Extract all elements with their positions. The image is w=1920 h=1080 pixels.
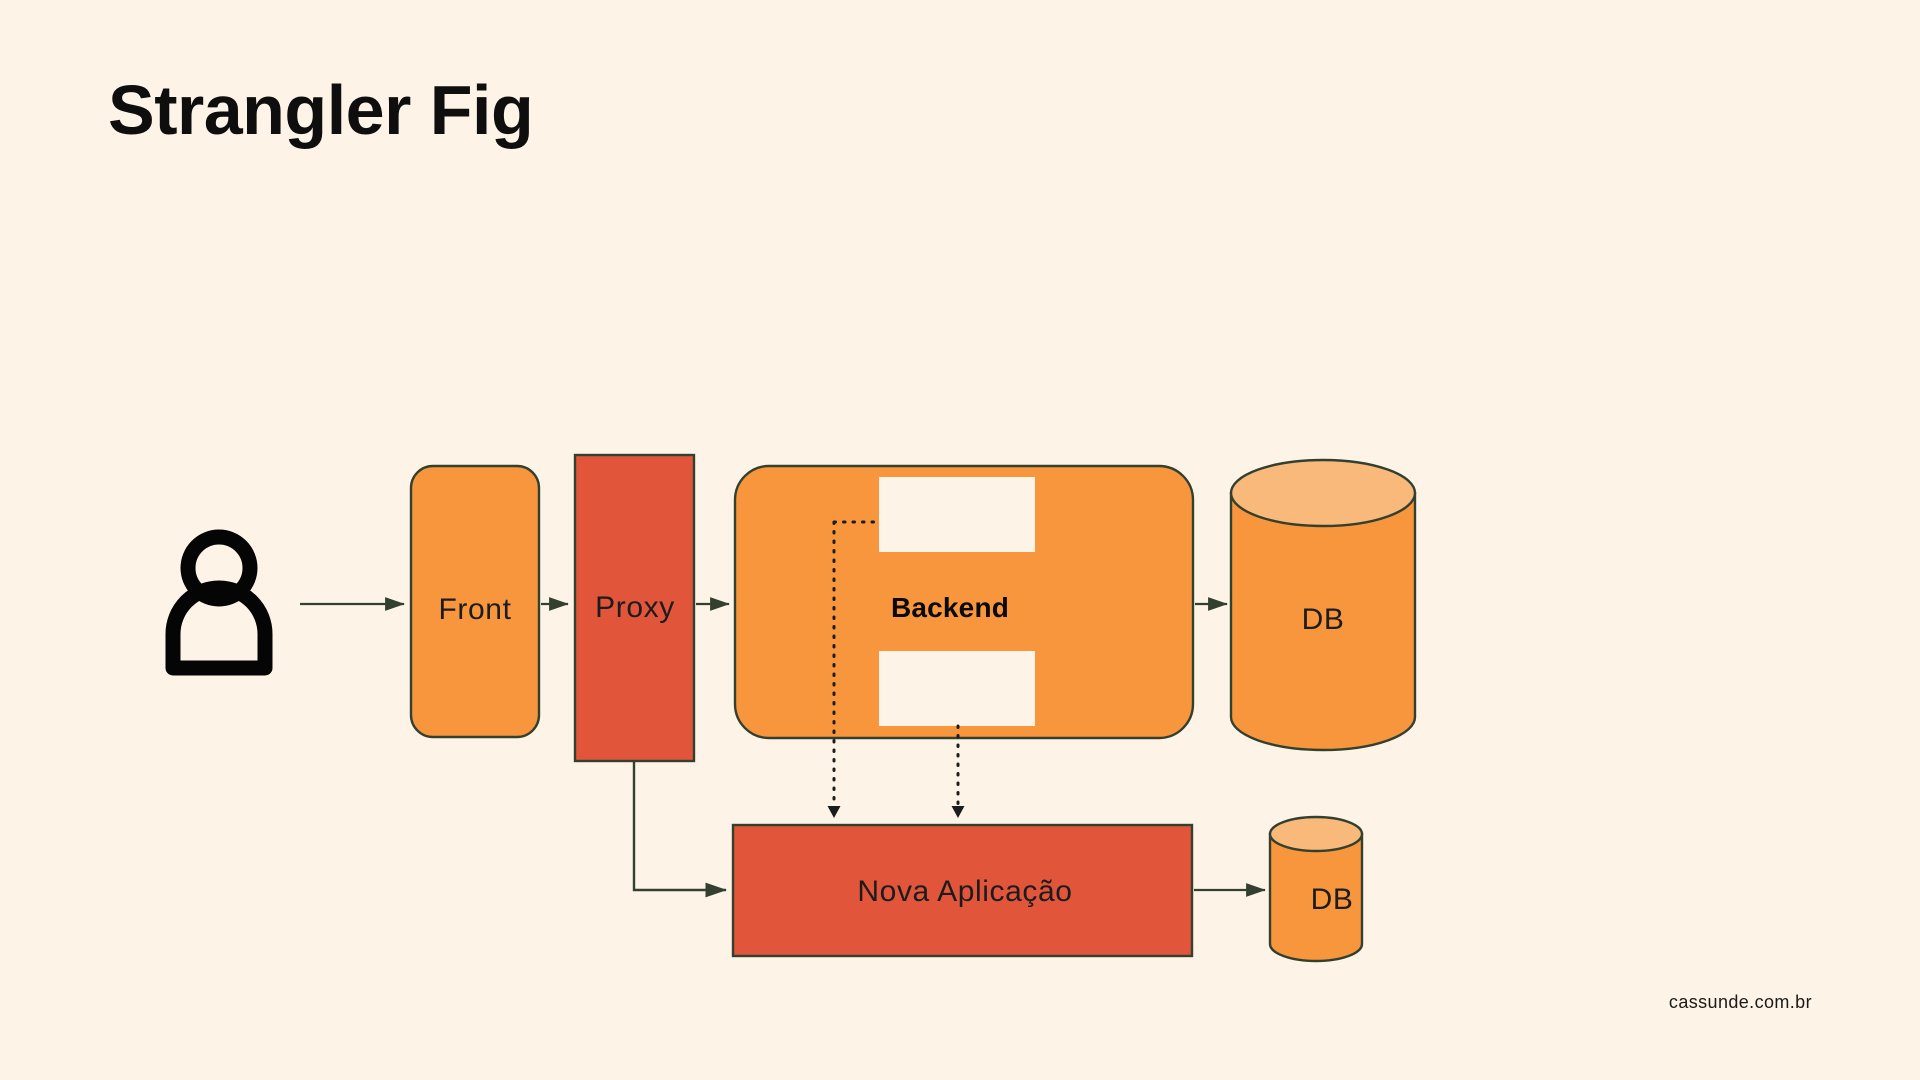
- node-nova-aplicacao[interactable]: [731, 823, 1194, 958]
- user-icon: [165, 529, 273, 676]
- node-backend[interactable]: [733, 464, 1195, 740]
- edge-backend-slot1-arrowhead: [827, 806, 841, 818]
- edge-proxy-nova: [632, 762, 727, 898]
- page-title: Strangler Fig: [108, 71, 534, 149]
- footer-credit: cassunde.com.br: [1668, 992, 1812, 1012]
- node-db-new[interactable]: [1268, 815, 1364, 963]
- edge-backend-slot2-arrowhead: [951, 806, 965, 818]
- node-proxy[interactable]: [573, 453, 696, 763]
- edge-backend-slot1-nova: [832, 520, 881, 807]
- node-front[interactable]: [409, 464, 541, 739]
- node-db-main[interactable]: [1229, 458, 1417, 752]
